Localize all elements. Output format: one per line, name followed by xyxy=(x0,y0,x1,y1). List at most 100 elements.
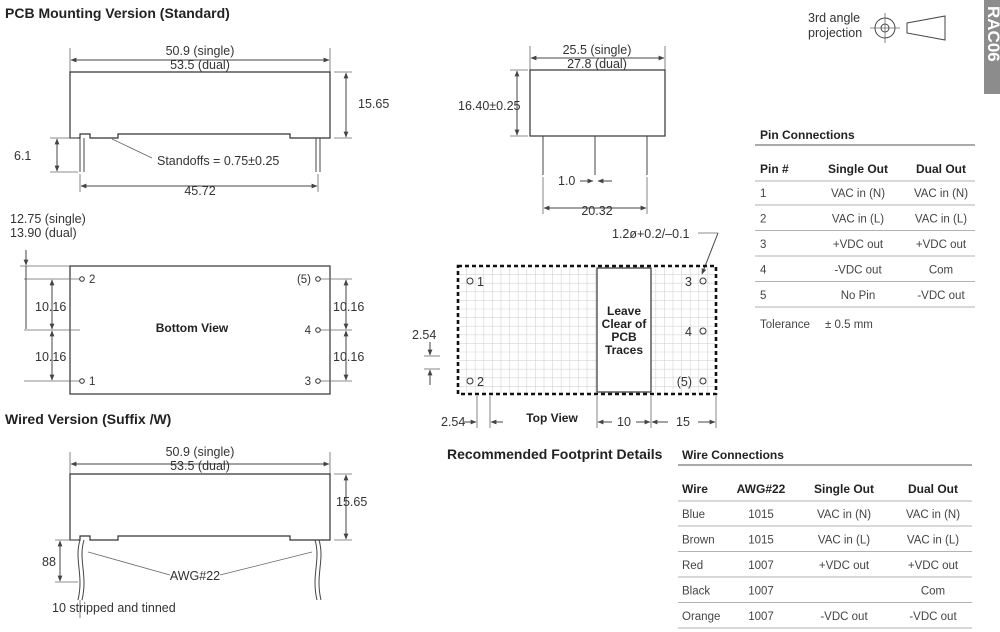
pin-cell: 5 xyxy=(760,290,766,302)
fp-edge: 2.54 xyxy=(441,415,465,429)
pcb-standoffs: Standoffs = 0.75±0.25 xyxy=(157,154,279,168)
fp-pin1: 1 xyxy=(477,275,484,289)
tolerance-label: Tolerance xyxy=(760,319,810,331)
wire-header-wire: Wire xyxy=(682,482,708,496)
wire-cell: Blue xyxy=(682,509,705,521)
projection-line1: 3rd angle xyxy=(808,11,860,25)
pcb-height: 15.65 xyxy=(358,97,389,111)
tolerance-value: ± 0.5 mm xyxy=(825,319,873,331)
wire-cell: 1007 xyxy=(748,586,774,598)
fp-top-view: Top View xyxy=(526,411,578,425)
bottom-pin1: 1 xyxy=(89,376,95,388)
fp-pin3: 3 xyxy=(685,275,692,289)
pcb-mounting-view: PCB Mounting Version (Standard) 50.9 (si… xyxy=(5,5,389,198)
side-pin-span: 20.32 xyxy=(581,204,612,218)
wire-cell: Black xyxy=(682,586,710,598)
fp-pin4: 4 xyxy=(685,325,692,339)
bottom-pin3: 3 xyxy=(305,376,311,388)
wire-header-awg: AWG#22 xyxy=(737,482,786,496)
wire-cell: 1007 xyxy=(748,560,774,572)
fp-dim-10: 10 xyxy=(617,415,631,429)
wire-cell: VAC in (N) xyxy=(817,509,871,521)
pcb-title: PCB Mounting Version (Standard) xyxy=(5,5,230,21)
bottom-offset-single: 12.75 (single) xyxy=(10,212,86,226)
fp-pin5: (5) xyxy=(677,375,692,389)
wired-stripped: 10 stripped and tinned xyxy=(52,601,176,615)
pin-cell: VAC in (N) xyxy=(914,188,968,200)
footprint-hole: 1.2ø+0.2/–0.1 xyxy=(612,227,690,241)
wire-cell: Orange xyxy=(682,611,720,623)
keepout-line1: Leave xyxy=(607,304,641,318)
pin-cell: VAC in (L) xyxy=(832,214,884,226)
wire-cell: Com xyxy=(921,586,945,598)
pin-cell: +VDC out xyxy=(916,239,967,251)
projection-line2: projection xyxy=(808,26,862,40)
pcb-pin-span: 45.72 xyxy=(184,184,215,198)
wire-cell: +VDC out xyxy=(819,560,870,572)
pin-cell: 2 xyxy=(760,214,766,226)
bottom-pin4: 4 xyxy=(305,325,312,337)
wire-cell: Brown xyxy=(682,535,715,547)
pin-cell: -VDC out xyxy=(917,290,965,302)
wire-cell: -VDC out xyxy=(909,611,957,623)
keepout-line2: Clear of xyxy=(602,317,648,331)
fp-dim-15: 15 xyxy=(676,415,690,429)
wire-cell: VAC in (L) xyxy=(907,535,959,547)
pin-cell: 3 xyxy=(760,239,766,251)
bottom-view: 12.75 (single) 13.90 (dual) 10.16 10.16 … xyxy=(10,212,364,395)
keepout-line4: Traces xyxy=(605,343,643,357)
wire-cell: 1007 xyxy=(748,611,774,623)
pin-cell: VAC in (L) xyxy=(915,214,967,226)
side-tab-label: RAC06 xyxy=(984,6,1000,62)
wire-cell: 1015 xyxy=(748,535,774,547)
wired-width-single: 50.9 (single) xyxy=(166,445,235,459)
wired-length: 88 xyxy=(42,555,56,569)
pin-cell: VAC in (N) xyxy=(831,188,885,200)
keepout-line3: PCB xyxy=(611,330,637,344)
fp-pitch: 2.54 xyxy=(412,328,436,342)
bottom-offset-dual: 13.90 (dual) xyxy=(10,226,77,240)
pin-cell: 4 xyxy=(760,265,767,277)
wire-header-dual: Dual Out xyxy=(908,482,958,496)
wire-cell: Red xyxy=(682,560,703,572)
pcb-width-dual: 53.5 (dual) xyxy=(170,58,230,72)
bottom-dim-d: 10.16 xyxy=(333,350,364,364)
wire-header-single: Single Out xyxy=(814,482,874,496)
pin-cell: 1 xyxy=(760,188,766,200)
bottom-dim-c: 10.16 xyxy=(333,300,364,314)
side-width-dual: 27.8 (dual) xyxy=(567,57,627,71)
side-tab: RAC06 xyxy=(984,0,1000,94)
pin-cell: +VDC out xyxy=(833,239,884,251)
projection-block: 3rd angle projection xyxy=(808,11,946,43)
side-height: 16.40±0.25 xyxy=(458,99,521,113)
pcb-width-single: 50.9 (single) xyxy=(166,44,235,58)
pin-header-single: Single Out xyxy=(828,162,888,176)
wire-cell: VAC in (N) xyxy=(906,509,960,521)
bottom-pin5: (5) xyxy=(297,274,311,286)
wired-view: Wired Version (Suffix /W) 50.9 (single) … xyxy=(5,411,367,618)
pin-cell: Com xyxy=(929,265,953,277)
bottom-dim-b: 10.16 xyxy=(35,350,66,364)
bottom-view-label: Bottom View xyxy=(156,321,229,335)
wire-connections-table: Wire Connections Wire AWG#22 Single Out … xyxy=(678,448,972,629)
pin-cell: No Pin xyxy=(841,290,876,302)
wired-height: 15.65 xyxy=(336,495,367,509)
side-view: 25.5 (single) 27.8 (dual) 16.40±0.25 1.0… xyxy=(458,43,666,218)
fp-pin2: 2 xyxy=(477,375,484,389)
third-angle-projection-icon xyxy=(870,13,946,43)
wire-cell: +VDC out xyxy=(908,560,959,572)
fp-caption: Recommended Footprint Details xyxy=(447,446,663,462)
bottom-dim-a: 10.16 xyxy=(35,300,66,314)
bottom-pin2: 2 xyxy=(89,274,95,286)
pcb-pin-length: 6.1 xyxy=(14,149,31,163)
pin-connections-table: Pin Connections Pin # Single Out Dual Ou… xyxy=(755,128,975,331)
side-pin-pitch: 1.0 xyxy=(558,174,575,188)
footprint-view: 1.2ø+0.2/–0.1 Leave Clear of PCB Traces … xyxy=(412,227,719,462)
wired-width-dual: 53.5 (dual) xyxy=(170,459,230,473)
pin-cell: -VDC out xyxy=(834,265,882,277)
wire-table-title: Wire Connections xyxy=(682,448,784,462)
wire-cell: VAC in (L) xyxy=(818,535,870,547)
wired-title: Wired Version (Suffix /W) xyxy=(5,411,171,427)
wire-cell: 1015 xyxy=(748,509,774,521)
pin-table-title: Pin Connections xyxy=(760,128,855,142)
